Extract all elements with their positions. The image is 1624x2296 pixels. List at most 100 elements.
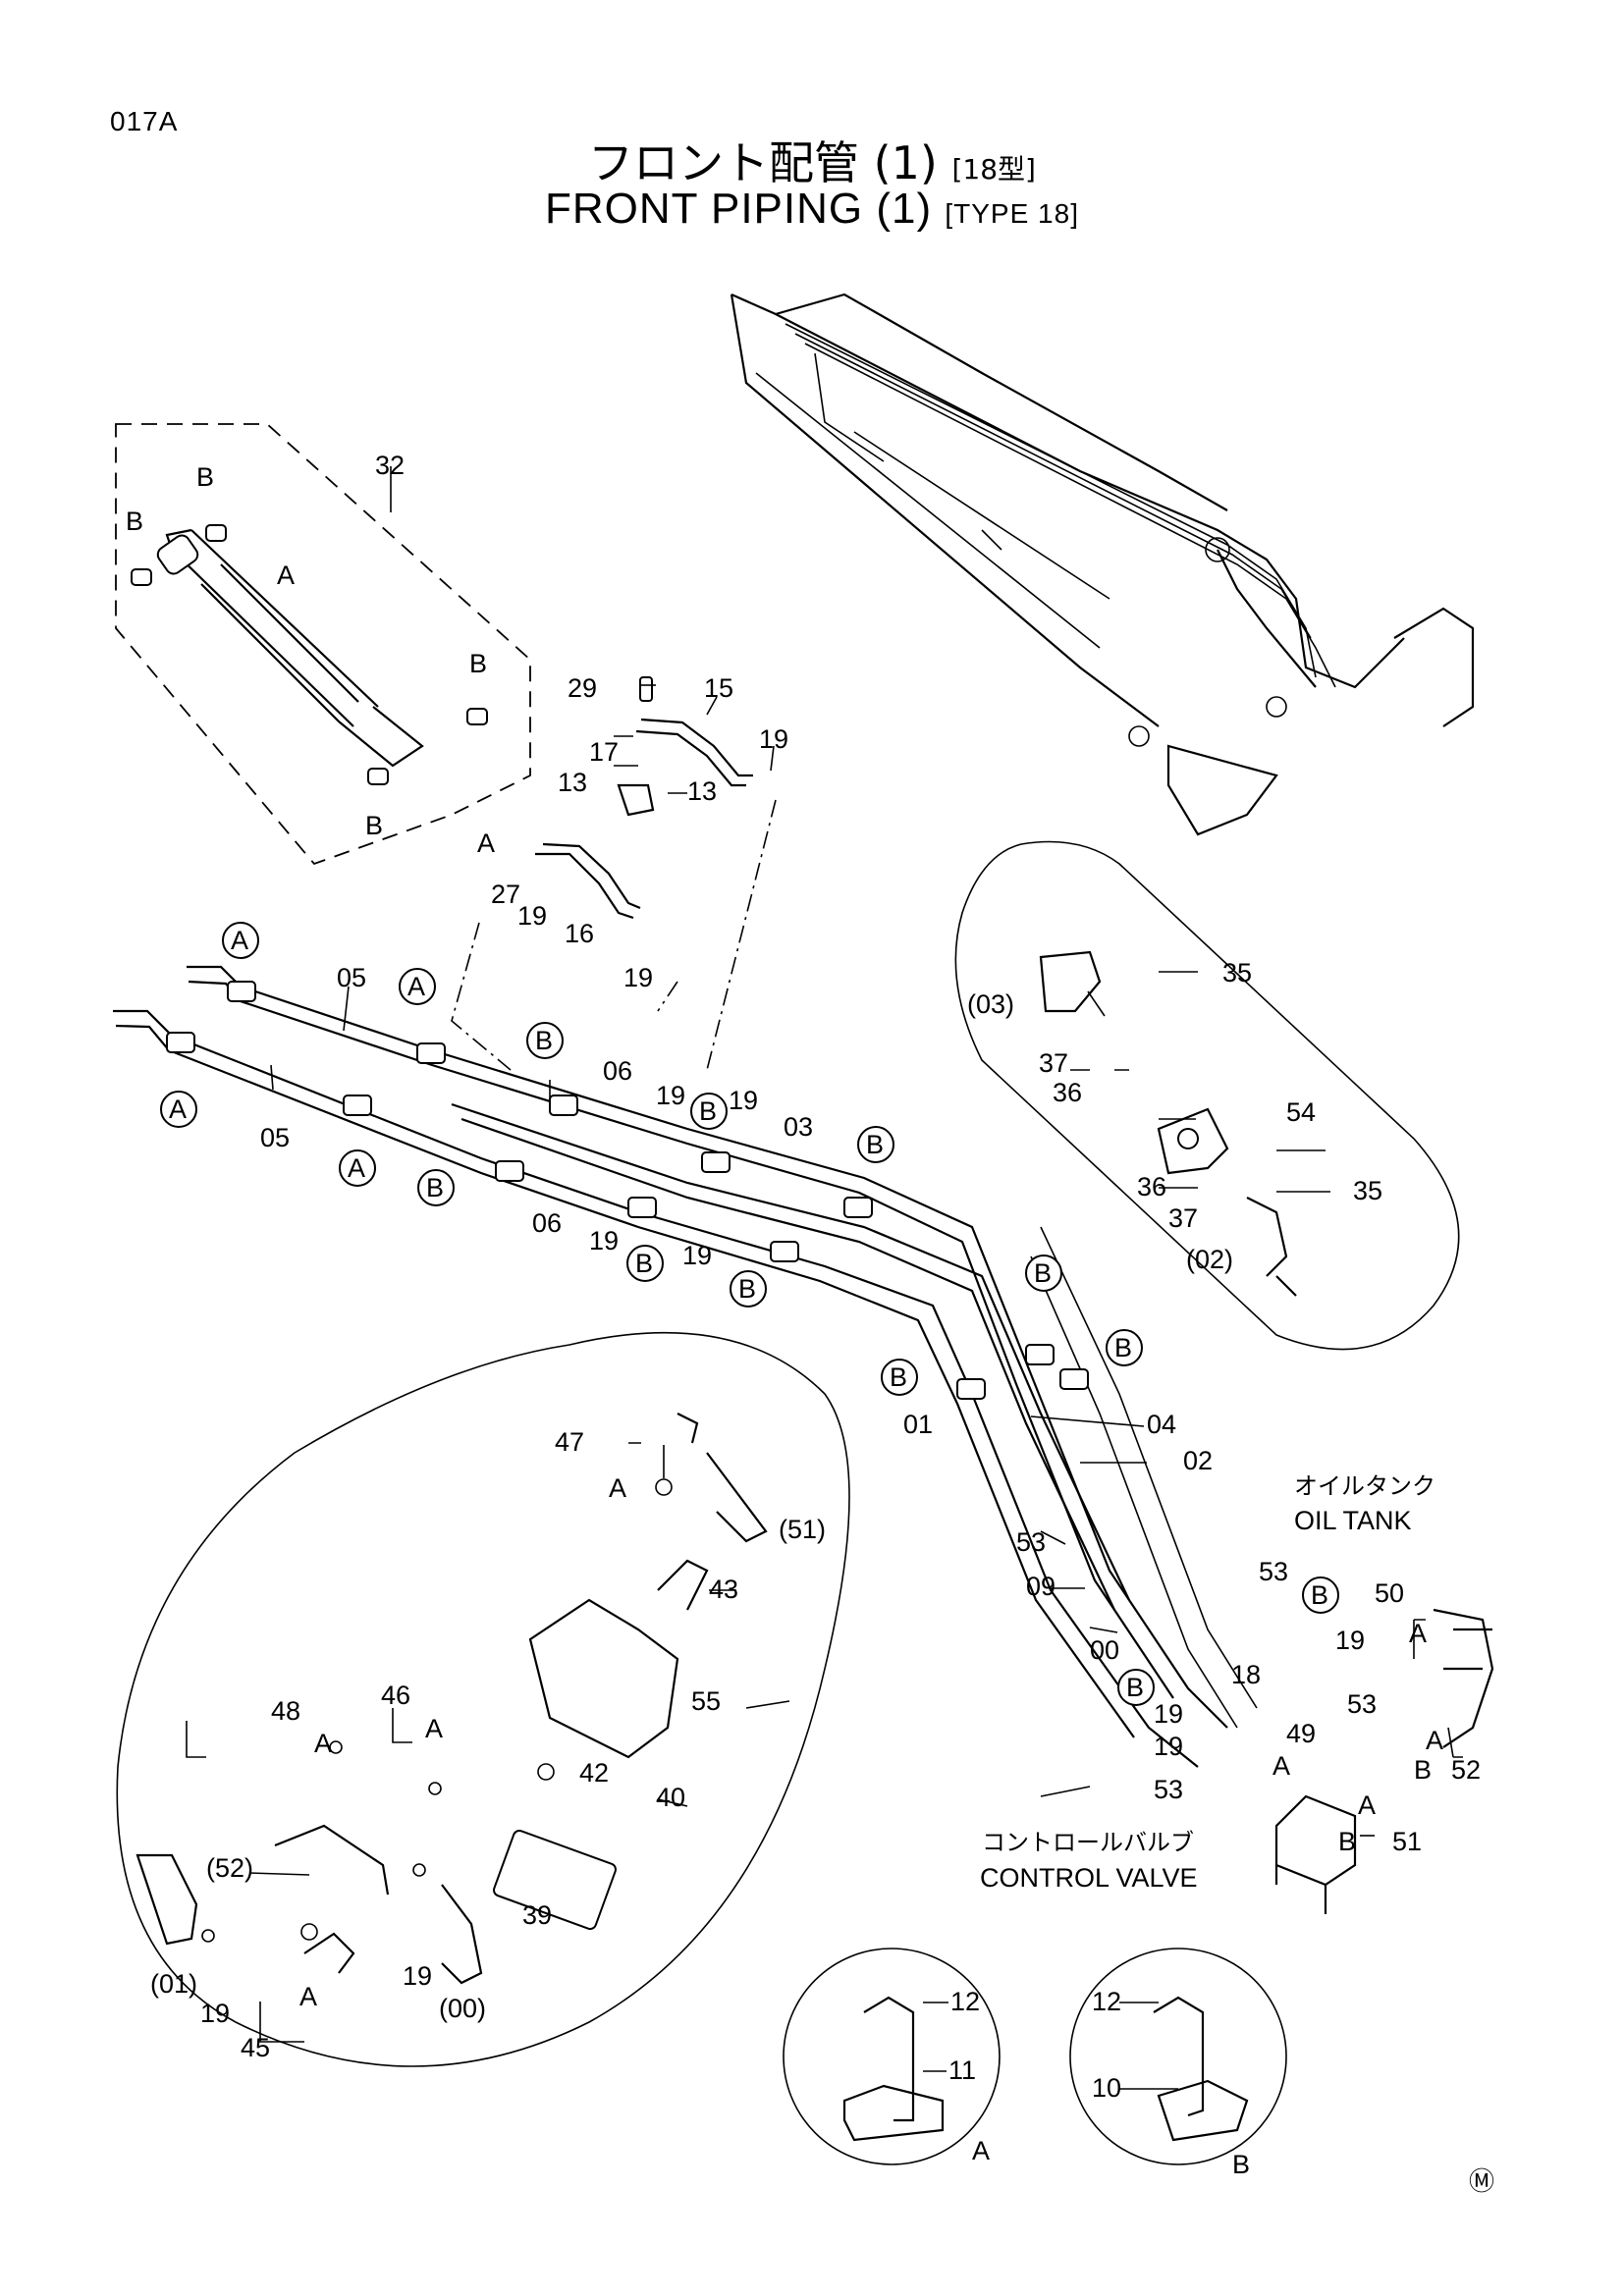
label-53b: 53 [1259,1557,1288,1586]
ref-b8: B [1114,1333,1132,1362]
label-47: 47 [555,1427,584,1457]
type-en: [TYPE 18] [945,198,1079,229]
label-03: 03 [784,1112,813,1142]
label-12a: 12 [950,1987,980,2016]
label-b4: B [365,811,383,840]
label-35b: 35 [1353,1176,1382,1205]
label-03p: (03) [967,989,1014,1019]
label-54: 54 [1286,1097,1316,1127]
callout-labels: 32 B B A B B 29 15 19 17 13 13 A 27 19 1… [126,451,1481,2179]
label-00p: (00) [439,1994,486,2023]
label-49: 49 [1286,1719,1316,1748]
label-19i: 19 [1154,1699,1183,1729]
label-04: 04 [1147,1410,1176,1439]
label-01p: (01) [150,1969,197,1999]
ref-b1: B [535,1026,553,1055]
label-53a: 53 [1016,1527,1046,1557]
ref-b3: B [426,1173,444,1202]
label-10: 10 [1092,2073,1121,2103]
label-52: 52 [1451,1755,1481,1785]
boom-cylinder-group [115,423,531,866]
oil-tank-jp: オイルタンク [1294,1472,1435,1500]
label-05b: 05 [260,1123,290,1152]
ref-b7: B [1034,1258,1052,1288]
label-13a: 13 [558,768,587,797]
hose-group-upper [451,676,777,1071]
label-42: 42 [579,1758,609,1788]
ref-a3: A [169,1095,187,1124]
label-17: 17 [589,737,619,767]
label-19c: 19 [623,963,653,992]
label-a3: A [1409,1619,1427,1648]
label-02p: (02) [1186,1245,1233,1274]
label-35a: 35 [1222,958,1252,988]
label-36b: 36 [1137,1172,1166,1201]
label-53d: 53 [1154,1775,1183,1804]
label-09: 09 [1026,1572,1056,1601]
label-45: 45 [241,2033,270,2062]
excavator-boom-illustration [730,293,1475,836]
label-50: 50 [1375,1578,1404,1608]
label-a9: A [314,1729,332,1758]
title-japanese: フロント配管 (1) [18型] [0,128,1624,192]
label-a2: A [477,828,495,858]
label-19k: 19 [200,1999,230,2028]
label-a8: A [425,1714,443,1743]
label-19a: 19 [759,724,788,754]
label-b1: B [196,462,214,492]
label-51p: (51) [779,1515,826,1544]
label-01: 01 [903,1410,933,1439]
label-37b: 37 [1168,1203,1198,1233]
ref-a1: A [231,926,248,955]
label-48: 48 [271,1696,300,1726]
label-19d: 19 [656,1081,685,1110]
title-english: FRONT PIPING (1) [TYPE 18] [0,185,1624,234]
label-02: 02 [1183,1446,1213,1475]
label-52p: (52) [206,1853,253,1883]
label-19h: 19 [1335,1626,1365,1655]
ref-b4: B [866,1130,884,1159]
label-06b: 06 [532,1208,562,1238]
detail-ellipse-cv-fittings [116,1331,850,2067]
ref-b6: B [738,1274,756,1304]
callout-leaders [186,466,1463,2090]
label-11: 11 [948,2056,976,2085]
label-19g: 19 [682,1241,712,1270]
label-19f: 19 [589,1226,619,1255]
label-53c: 53 [1347,1689,1377,1719]
label-27: 27 [491,880,520,909]
label-06a: 06 [603,1056,632,1086]
ref-a4: A [348,1153,365,1183]
title-en-text: FRONT PIPING (1) [545,185,933,233]
label-32: 32 [375,451,405,480]
label-a4: A [1426,1726,1443,1755]
label-13b: 13 [687,776,717,806]
label-19e: 19 [729,1086,758,1115]
label-16: 16 [565,919,594,948]
detail-b-label: B [1232,2150,1250,2179]
ref-b11: B [1126,1673,1144,1702]
page-code: 017A [110,106,179,136]
label-46: 46 [381,1681,410,1710]
ref-b10: B [1311,1580,1328,1610]
title-jp-text: フロント配管 (1) [588,136,938,189]
label-40: 40 [656,1783,685,1812]
label-37a: 37 [1039,1048,1068,1078]
label-29: 29 [568,673,597,703]
label-00: 00 [1090,1635,1119,1665]
ref-b5: B [635,1249,653,1278]
label-55: 55 [691,1686,721,1716]
label-43: 43 [709,1575,738,1604]
detail-circles-clamps [783,1948,1287,2165]
control-valve-jp: コントロールバルブ [982,1829,1194,1856]
label-15: 15 [704,673,733,703]
label-a10: A [299,1982,317,2011]
detail-ellipse-valve-block [954,840,1460,1351]
label-12b: 12 [1092,1987,1121,2016]
reference-circle-markers [160,922,1339,1706]
label-18: 18 [1231,1660,1261,1689]
label-b3: B [469,649,487,678]
type-jp: [18型] [951,153,1036,186]
label-19l: 19 [403,1961,432,1991]
